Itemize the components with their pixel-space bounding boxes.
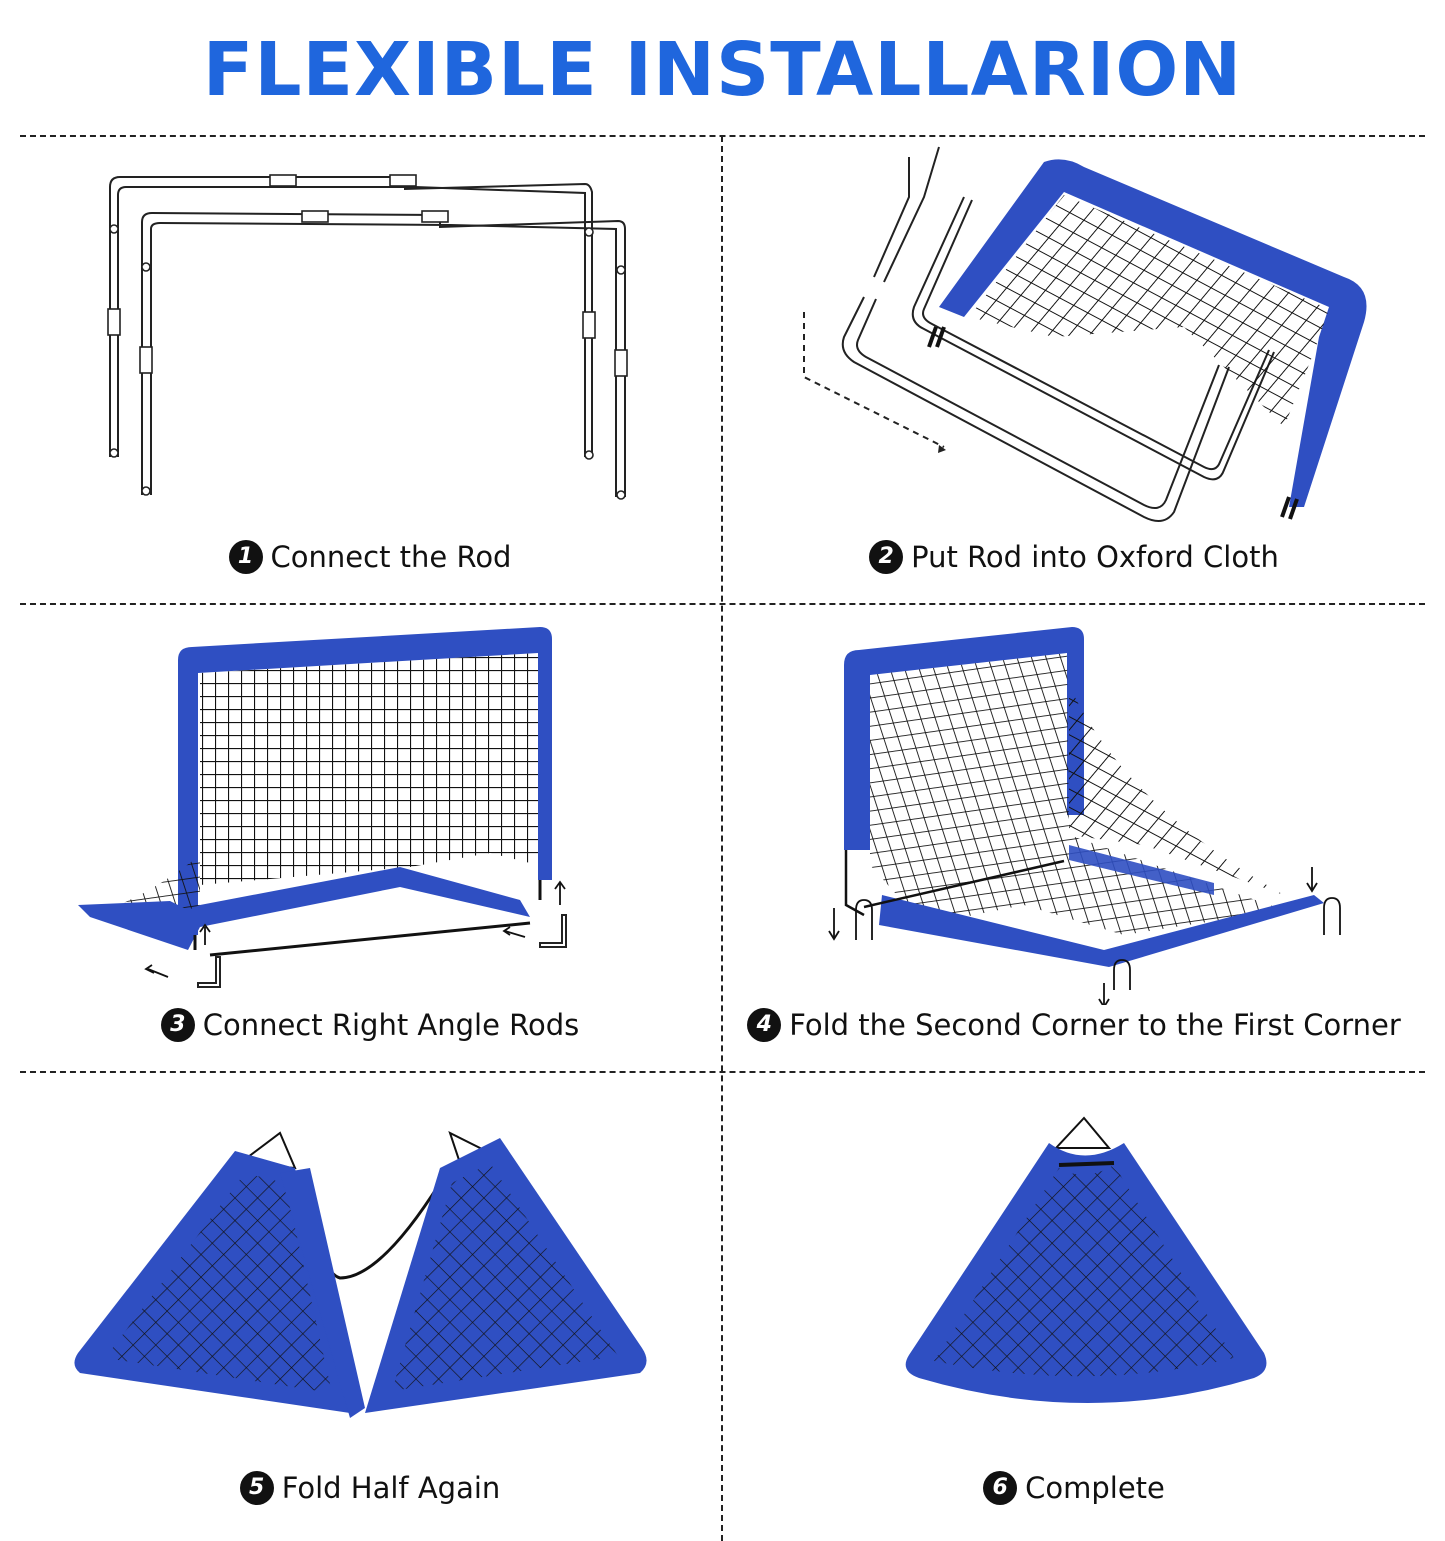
step-4-label: Fold the Second Corner to the First Corn… — [789, 1008, 1401, 1042]
step-3-label: Connect Right Angle Rods — [202, 1008, 580, 1042]
step-1-label: Connect the Rod — [270, 540, 512, 574]
step-6-panel: 6 Complete — [724, 1073, 1424, 1541]
step-1-panel: 1 Connect the Rod — [20, 137, 720, 603]
goal-folded-half-illustration — [74, 1131, 647, 1418]
step-2-caption: 2 Put Rod into Oxford Cloth — [724, 540, 1424, 574]
step-6-caption: 6 Complete — [724, 1471, 1424, 1505]
step-5-panel: 5 Fold Half Again — [20, 1073, 720, 1541]
step-3-number-badge: 3 — [160, 1008, 195, 1042]
divider-vertical — [721, 136, 723, 1541]
page-title: FLEXIBLE INSTALLARION — [202, 27, 1243, 113]
step-2-panel: 2 Put Rod into Oxford Cloth — [724, 137, 1424, 603]
metal-rod-frames-illustration — [107, 174, 628, 500]
rod-into-sleeve-illustration — [803, 146, 1367, 522]
step-2-label: Put Rod into Oxford Cloth — [911, 540, 1279, 574]
step-1-number-badge: 1 — [228, 540, 263, 574]
step-2-number-badge: 2 — [869, 540, 904, 574]
step-5-label: Fold Half Again — [281, 1471, 501, 1505]
step-6-number-badge: 6 — [983, 1471, 1018, 1505]
step-5-number-badge: 5 — [239, 1471, 274, 1505]
step-5-caption: 5 Fold Half Again — [20, 1471, 720, 1505]
step-3-caption: 3 Connect Right Angle Rods — [20, 1008, 720, 1042]
step-3-panel: 3 Connect Right Angle Rods — [20, 605, 720, 1071]
step-6-label: Complete — [1025, 1471, 1165, 1505]
step-4-number-badge: 4 — [747, 1008, 782, 1042]
goal-with-corner-rods-illustration — [78, 627, 567, 988]
goal-folded-complete-illustration — [905, 1116, 1267, 1403]
step-4-panel: 4 Fold the Second Corner to the First Co… — [724, 605, 1424, 1071]
goal-folding-corner-illustration — [828, 627, 1341, 1005]
step-1-caption: 1 Connect the Rod — [20, 540, 720, 574]
step-4-caption: 4 Fold the Second Corner to the First Co… — [724, 1008, 1424, 1042]
